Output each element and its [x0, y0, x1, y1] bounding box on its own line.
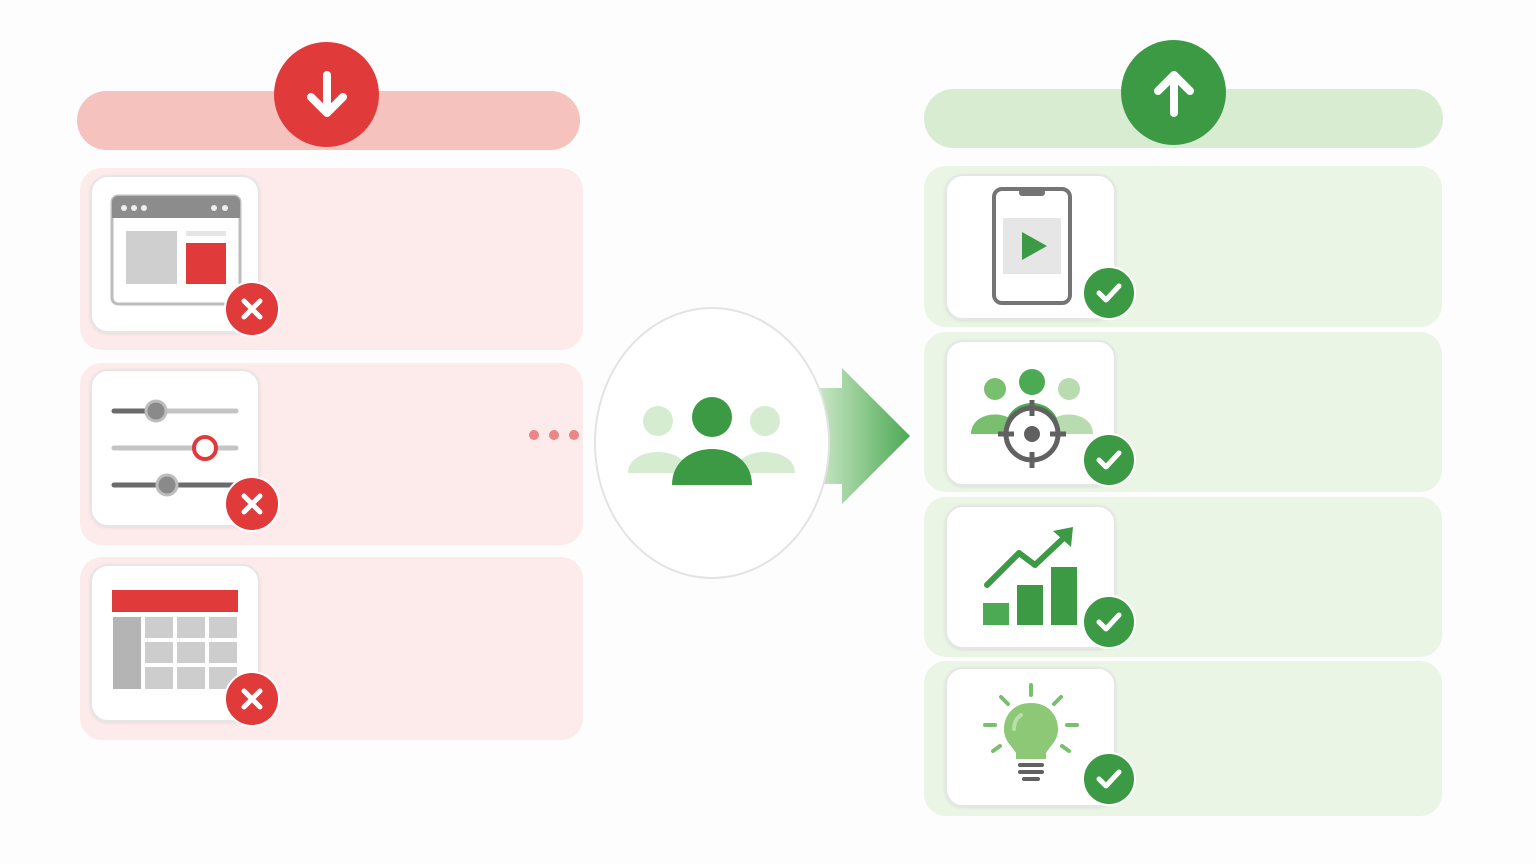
dots-icon: [529, 430, 579, 440]
browser-window-icon: [110, 194, 242, 306]
lightbulb-icon: [983, 683, 1079, 781]
user-group-icon: [628, 397, 795, 485]
checkmark-icon: [1082, 433, 1136, 487]
x-mark-icon: [224, 671, 280, 727]
arrow-right-icon: [810, 368, 910, 504]
sliders-icon: [111, 399, 239, 497]
checkmark-icon: [1082, 752, 1136, 806]
mobile-video-icon: [992, 187, 1072, 305]
growth-chart-tile: [945, 505, 1116, 649]
x-mark-icon: [224, 281, 280, 337]
checkmark-icon: [1082, 595, 1136, 649]
x-mark-icon: [224, 476, 280, 532]
growth-chart-icon: [983, 527, 1077, 625]
user-group-circle: [594, 307, 830, 579]
audience-target-icon: [971, 369, 1093, 468]
arrow-down-icon: [274, 42, 379, 147]
arrow-up-icon: [1121, 40, 1226, 145]
calendar-grid-icon: [112, 590, 238, 689]
checkmark-icon: [1082, 266, 1136, 320]
